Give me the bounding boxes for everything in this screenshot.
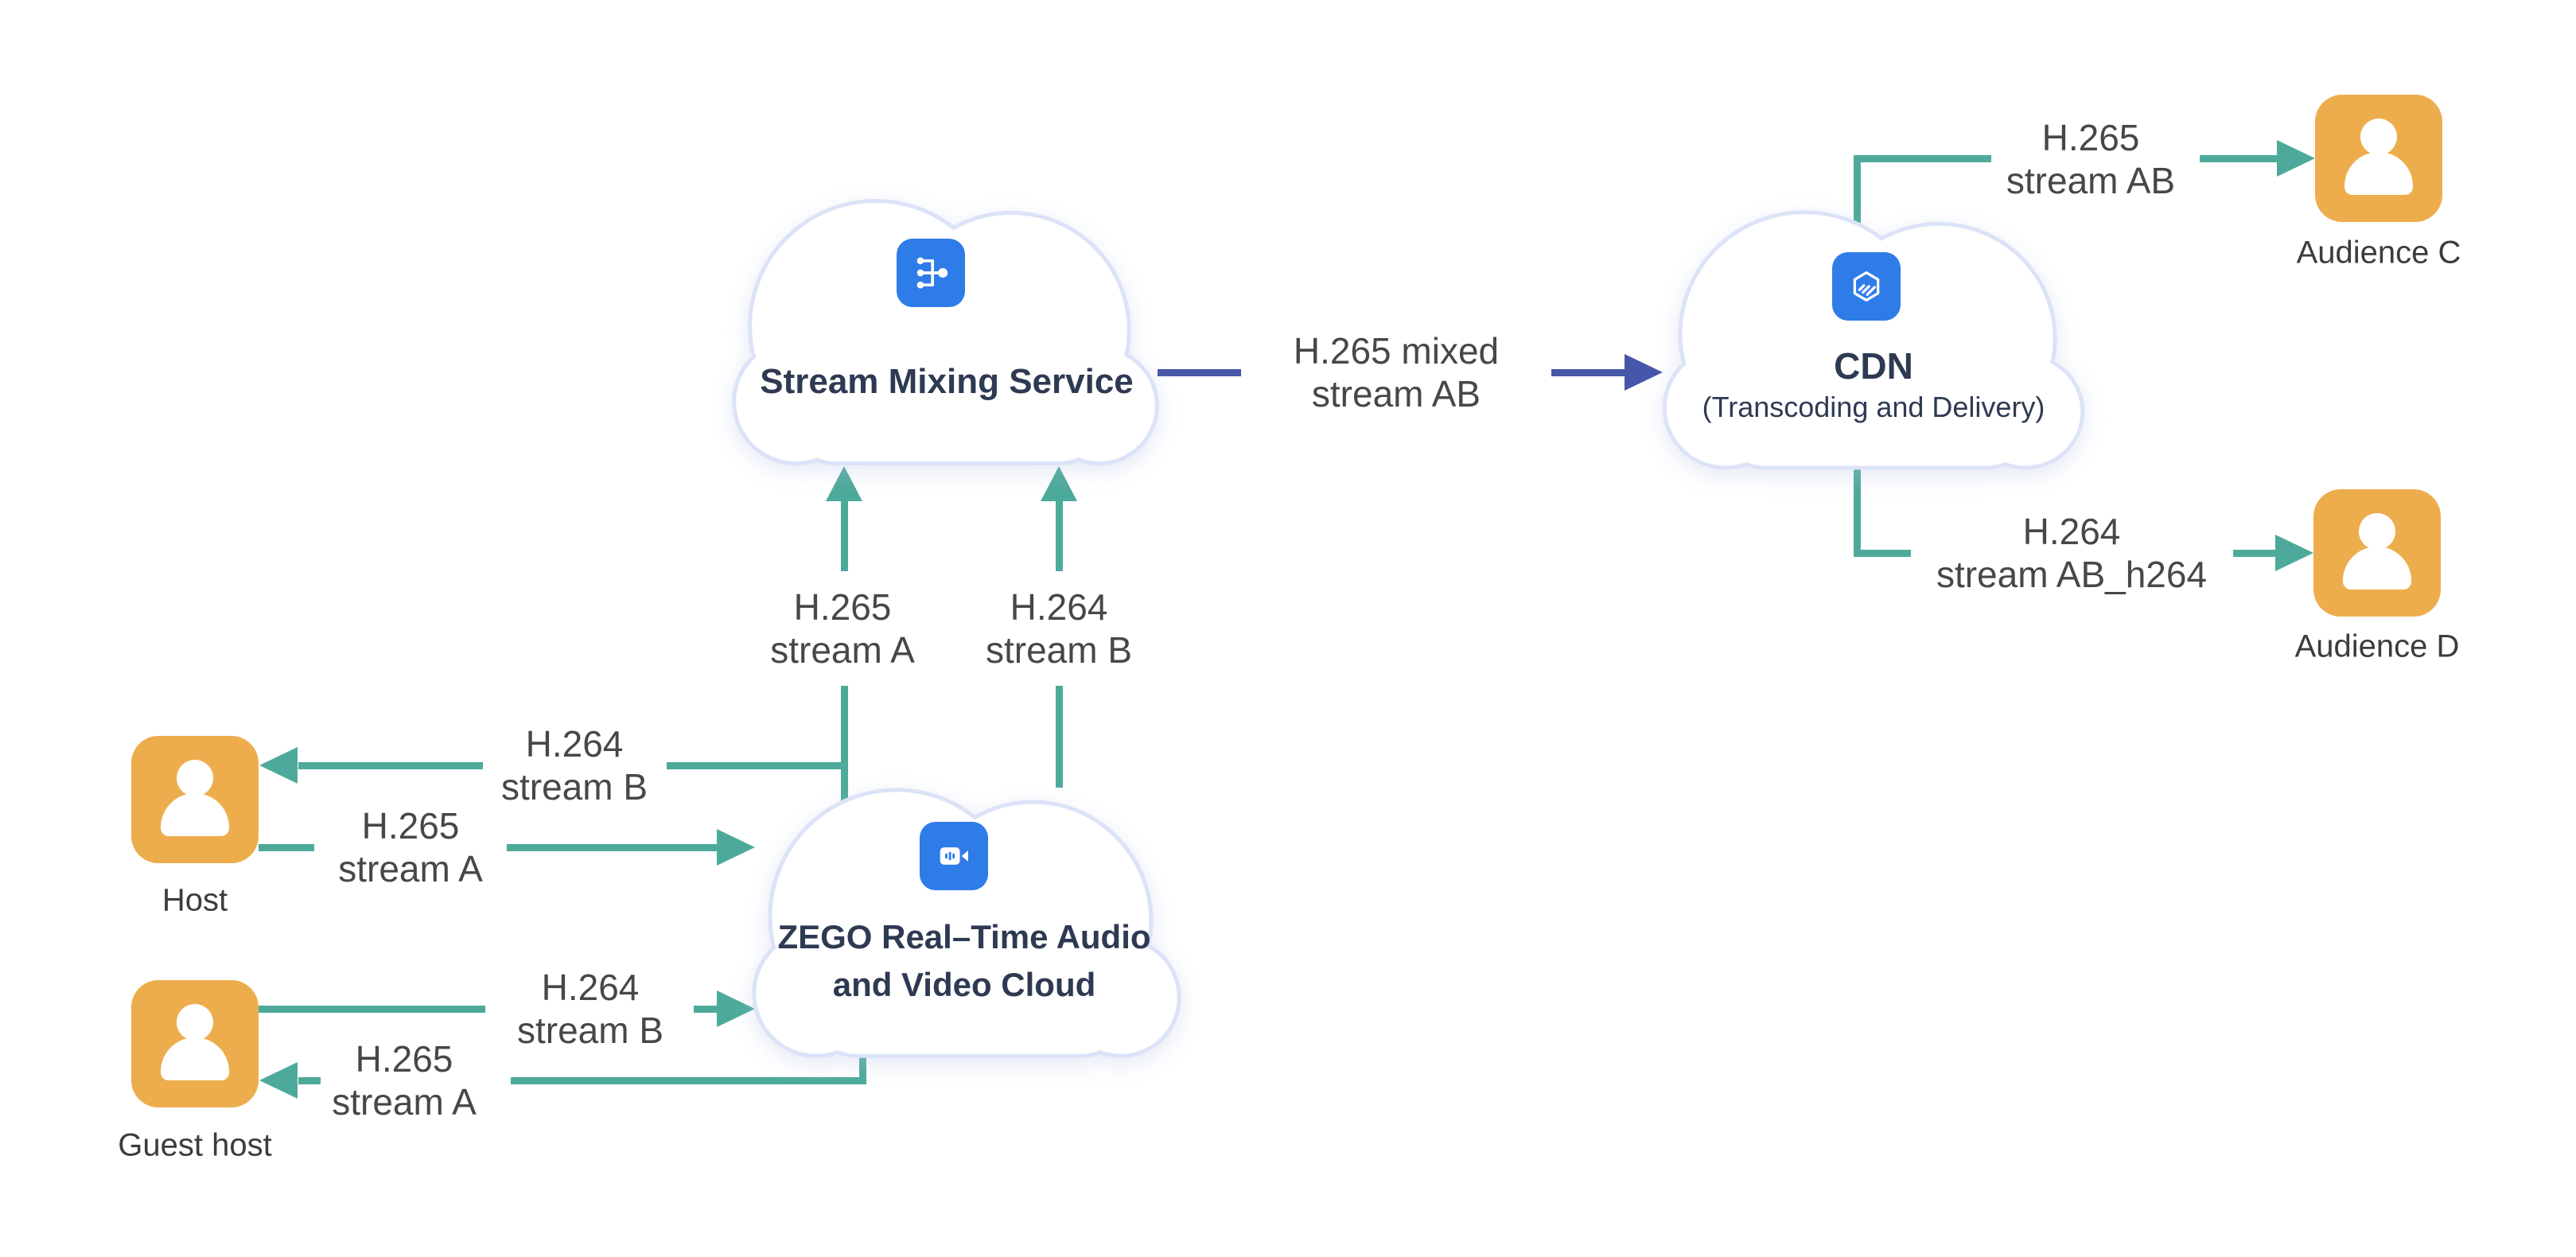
- label-up-stream-a: H.265 stream A: [770, 586, 915, 671]
- line-up-stream-b-upper: [1056, 501, 1063, 571]
- merge-icon: [897, 239, 965, 307]
- label-up-stream-b: H.264 stream B: [986, 586, 1132, 671]
- cdn-package-icon: [1832, 252, 1901, 321]
- label-line: H.265: [793, 586, 892, 628]
- label-line: stream AB_h264: [1936, 554, 2208, 595]
- line-cdn-d-right: [2233, 550, 2275, 557]
- line-up-stream-a-upper: [841, 501, 848, 571]
- label-line: H.265: [2041, 117, 2140, 158]
- line-cdn-c-elbow: [1854, 155, 1861, 223]
- line-cdn-d-elbow: [1854, 460, 1861, 557]
- line-guest-out-left: [259, 1006, 485, 1013]
- label-line: H.265 mixed: [1293, 330, 1500, 372]
- label-line: stream B: [516, 1010, 664, 1051]
- label-guest-in: H.265 stream A: [332, 1037, 477, 1123]
- zego-title-line1: ZEGO Real–Time Audio: [777, 918, 1151, 955]
- line-cdn-c-left: [1857, 155, 1991, 162]
- arrowhead-host-to-zego: [717, 829, 755, 866]
- line-mixed-right: [1551, 369, 1625, 376]
- label-line: H.264: [2022, 511, 2121, 552]
- label-host-in: H.264 stream B: [501, 722, 648, 808]
- label-line: H.265: [361, 805, 460, 846]
- stream-mixing-cloud: Stream Mixing Service: [708, 179, 1187, 477]
- label-line: stream AB: [2006, 160, 2176, 201]
- arrowhead-to-host: [259, 747, 298, 784]
- arrowhead-up-stream-b: [1041, 466, 1077, 501]
- cdn-subtitle: (Transcoding and Delivery): [1702, 391, 2045, 423]
- arrowhead-to-audience-d: [2275, 535, 2313, 571]
- label-line: H.265: [355, 1038, 453, 1080]
- line-to-host-right: [667, 762, 844, 769]
- line-to-guest-right: [511, 1077, 866, 1084]
- host-label: Host: [161, 882, 228, 918]
- audience-d-node: [2313, 489, 2441, 617]
- line-to-host-left: [298, 762, 483, 769]
- arrowhead-to-audience-c: [2277, 140, 2315, 177]
- arrowhead-up-stream-a: [826, 466, 862, 501]
- person-icon: [131, 736, 259, 863]
- person-icon: [2313, 489, 2441, 617]
- line-mixed-left: [1158, 369, 1241, 376]
- label-line: stream B: [985, 629, 1133, 671]
- cloud-outline: [1662, 210, 2085, 470]
- label-cdn-to-d: H.264 stream AB_h264: [1936, 510, 2207, 596]
- line-guest-out-right: [694, 1006, 717, 1013]
- label-host-out: H.265 stream A: [338, 804, 483, 890]
- label-mixed-stream: H.265 mixed stream AB: [1294, 329, 1499, 415]
- guest-host-node: [131, 980, 259, 1107]
- line-up-stream-b-lower: [1056, 686, 1063, 788]
- audience-c-label: Audience C: [2296, 235, 2461, 270]
- label-line: stream A: [770, 629, 915, 671]
- line-host-out-left: [259, 844, 314, 851]
- label-line: H.264: [1010, 586, 1108, 628]
- host-node: [131, 736, 259, 863]
- line-cdn-c-right: [2200, 155, 2277, 162]
- audience-d-label: Audience D: [2294, 628, 2460, 664]
- person-icon: [131, 980, 259, 1107]
- cloud-outline: [752, 788, 1181, 1058]
- line-to-guest-elbow: [859, 1049, 866, 1084]
- zego-title-line2: and Video Cloud: [832, 966, 1096, 1003]
- label-line: stream AB: [1311, 373, 1481, 414]
- arrowhead-guest-to-zego: [717, 990, 755, 1027]
- cdn-cloud: CDN (Transcoding and Delivery): [1639, 191, 2112, 481]
- guest-host-label: Guest host: [118, 1127, 272, 1163]
- audience-c-node: [2315, 95, 2442, 222]
- label-line: stream B: [500, 766, 648, 808]
- line-up-stream-a-lower: [841, 686, 848, 804]
- line-cdn-d-left: [1857, 550, 1911, 557]
- arrowhead-to-guest: [259, 1062, 298, 1099]
- line-to-guest-left: [298, 1077, 321, 1084]
- person-icon: [2315, 95, 2442, 222]
- cloud-outline: [732, 199, 1159, 465]
- stream-mixing-title: Stream Mixing Service: [760, 362, 1134, 401]
- label-line: H.264: [541, 967, 640, 1008]
- zego-cloud: ZEGO Real–Time Audio and Video Cloud: [728, 768, 1209, 1070]
- line-host-out-right: [507, 844, 717, 851]
- video-camera-icon: [920, 822, 988, 890]
- arrowhead-mixed-to-cdn: [1625, 354, 1663, 391]
- label-line: H.264: [525, 723, 624, 765]
- label-cdn-to-c: H.265 stream AB: [2006, 116, 2175, 202]
- label-line: stream A: [338, 848, 483, 889]
- cdn-title: CDN: [1834, 345, 1913, 387]
- label-line: stream A: [332, 1081, 477, 1123]
- label-guest-out: H.264 stream B: [517, 966, 663, 1052]
